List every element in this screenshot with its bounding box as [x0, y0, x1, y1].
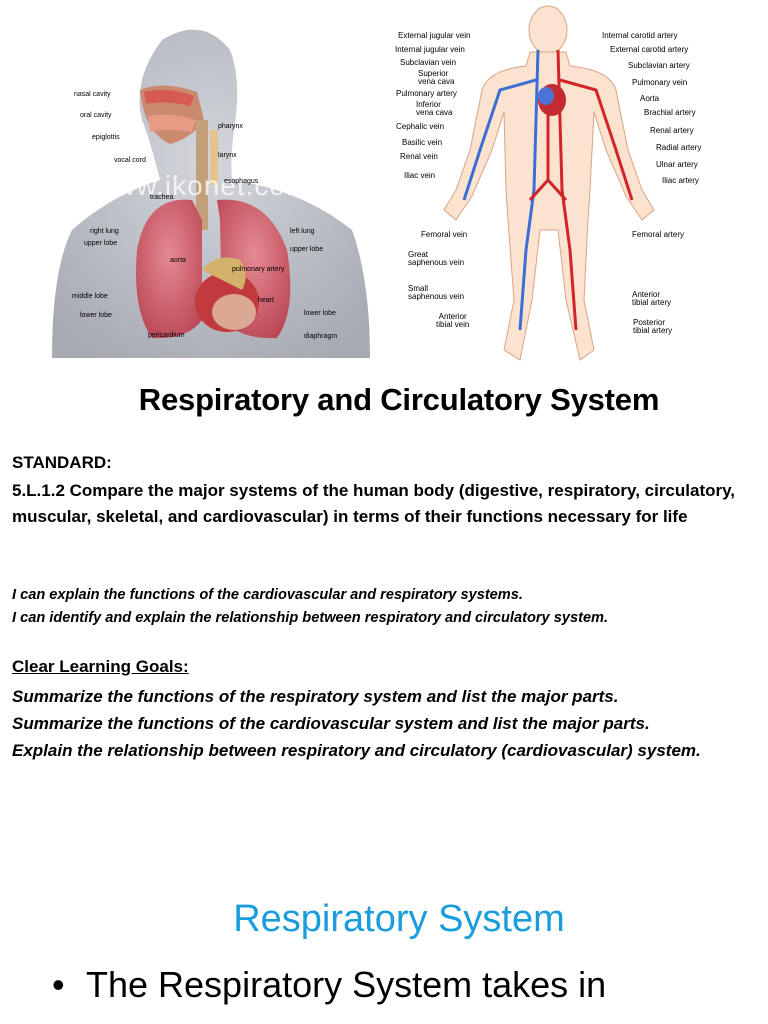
watermark: www.ikonet.com [94, 170, 311, 201]
label-iliac-artery: Iliac artery [662, 176, 699, 185]
label-renal-vein: Renal vein [400, 152, 438, 161]
label-great-saphenous-vein: Great saphenous vein [408, 250, 465, 267]
standard-heading: STANDARD: [12, 453, 112, 472]
label-heart: heart [258, 297, 274, 304]
label-aorta: aorta [170, 257, 186, 264]
label-nasal-cavity: nasal cavity [74, 91, 111, 98]
label-esophagus: esophagus [224, 178, 259, 185]
respiratory-diagram: www.ikonet.com nasal cavity oral cavity … [52, 20, 370, 358]
label-epiglottis: epiglottis [92, 134, 120, 141]
label-inferior-vena-cava: Inferior vena cava [416, 100, 453, 117]
label-external-carotid-artery: External carotid artery [610, 45, 689, 54]
label-small-saphenous-vein: Small saphenous vein [408, 284, 465, 301]
label-upper-lobe-right: upper lobe [84, 240, 118, 247]
label-subclavian-vein: Subclavian vein [400, 58, 457, 67]
label-posterior-tibial-artery: Posterior tibial artery [633, 318, 673, 335]
label-middle-lobe: middle lobe [72, 293, 108, 300]
label-anterior-tibial-artery: Anterior tibial artery [632, 290, 672, 307]
label-superior-vena-cava: Superior vena cava [418, 69, 455, 86]
label-internal-carotid-artery: Internal carotid artery [602, 31, 678, 40]
label-external-jugular-vein: External jugular vein [398, 31, 471, 40]
learning-goal-item: Summarize the functions of the respirato… [12, 687, 619, 706]
label-iliac-vein: Iliac vein [404, 171, 436, 180]
label-right-lung: right lung [90, 228, 119, 235]
label-radial-artery: Radial artery [656, 143, 702, 152]
label-larynx: larynx [218, 152, 237, 159]
label-vocal-cord: vocal cord [114, 157, 146, 164]
learning-goals-heading: Clear Learning Goals: [12, 657, 189, 676]
label-pharynx: pharynx [218, 123, 243, 130]
bullet-item: • The Respiratory System takes in [52, 964, 606, 1006]
label-brachial-artery: Brachial artery [644, 108, 696, 117]
i-can-item: I can identify and explain the relations… [12, 610, 609, 626]
label-oral-cavity: oral cavity [80, 112, 112, 119]
label-ulnar-artery: Ulnar artery [656, 160, 698, 169]
circulatory-diagram [380, 0, 760, 372]
label-internal-jugular-vein: Internal jugular vein [395, 45, 465, 54]
section-title: Respiratory System [233, 898, 565, 940]
label-subclavian-artery: Subclavian artery [628, 61, 690, 70]
standard-text: 5.L.1.2 Compare the major systems of the… [12, 481, 736, 526]
bullet-text: The Respiratory System takes in [86, 964, 607, 1005]
learning-goal-item: Explain the relationship between respira… [12, 741, 701, 760]
i-can-statements: I can explain the functions of the cardi… [12, 584, 757, 630]
label-basilic-vein: Basilic vein [402, 138, 443, 147]
i-can-item: I can explain the functions of the cardi… [12, 587, 523, 603]
learning-goal-item: Summarize the functions of the cardiovas… [12, 714, 650, 733]
learning-goals-list: Summarize the functions of the respirato… [12, 683, 760, 764]
label-renal-artery: Renal artery [650, 126, 694, 135]
label-femoral-artery: Femoral artery [632, 230, 685, 239]
label-left-lung: left lung [290, 228, 315, 235]
label-anterior-tibial-vein: Anterior tibial vein [436, 312, 470, 329]
label-aorta-right: Aorta [640, 94, 660, 103]
label-cephalic-vein: Cephalic vein [396, 122, 445, 131]
label-pericardium: pericardium [148, 332, 185, 339]
label-upper-lobe-left: upper lobe [290, 246, 324, 253]
page-title: Respiratory and Circulatory System [138, 382, 660, 417]
label-lower-lobe-left: lower lobe [304, 310, 336, 317]
label-pulmonary-vein: Pulmonary vein [632, 78, 688, 87]
label-pulmonary-artery: pulmonary artery [232, 266, 285, 273]
label-femoral-vein: Femoral vein [421, 230, 468, 239]
label-pulmonary-artery-left: Pulmonary artery [396, 89, 457, 98]
bullet-icon: • [52, 964, 65, 1005]
label-lower-lobe-right: lower lobe [80, 312, 112, 319]
label-diaphragm: diaphragm [304, 333, 338, 340]
label-trachea: trachea [150, 194, 174, 201]
